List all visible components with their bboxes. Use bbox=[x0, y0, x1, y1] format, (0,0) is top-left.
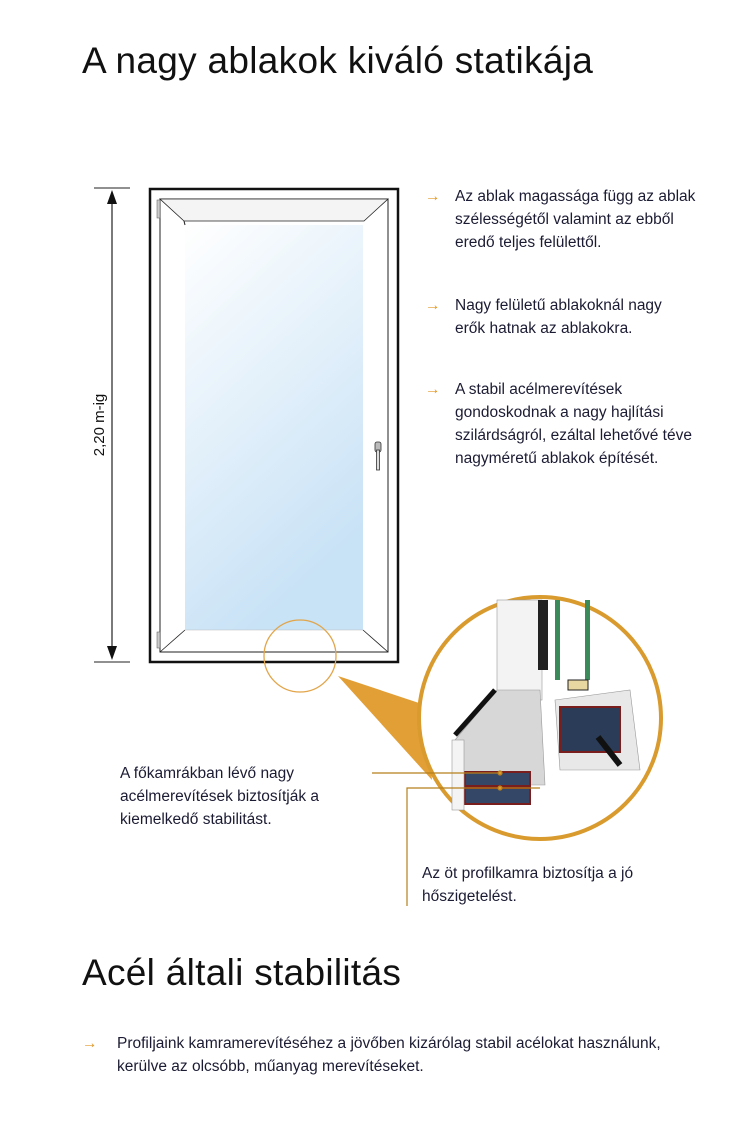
arrow-icon: → bbox=[425, 297, 441, 314]
arrow-icon: → bbox=[82, 1035, 98, 1052]
bullet-item: → Nagy felületű ablakoknál nagy erők hat… bbox=[425, 294, 725, 340]
window-handle-icon bbox=[374, 441, 382, 471]
section-title-steel: Acél általi stabilitás bbox=[82, 952, 402, 993]
callout-lines bbox=[372, 770, 540, 906]
section-title-statics: A nagy ablakok kiváló statikája bbox=[82, 40, 594, 81]
profile-cross-section bbox=[417, 595, 663, 841]
caption-steel-reinforcement: A főkamrákban lévő nagy acélmerevítések … bbox=[120, 765, 320, 828]
caption-profile-chambers: Az öt profilkamra biztosítja a jó hőszig… bbox=[422, 865, 634, 905]
window-frame bbox=[148, 187, 400, 664]
detail-marker-circle bbox=[263, 619, 337, 693]
arrow-icon: → bbox=[425, 188, 441, 205]
dimension-label: 2,20 m-ig bbox=[91, 394, 108, 457]
bullet-item: → Profiljaink kamramerevítéséhez a jövőb… bbox=[82, 1032, 702, 1078]
dimension-arrow bbox=[94, 187, 130, 663]
zoom-connector bbox=[338, 676, 432, 780]
arrow-icon: → bbox=[425, 381, 441, 398]
bullet-item: → Az ablak magassága függ az ablak széle… bbox=[425, 185, 725, 254]
window-glass bbox=[185, 225, 363, 630]
bullet-item: → A stabil acélmerevítések gondoskodnak … bbox=[425, 378, 725, 470]
